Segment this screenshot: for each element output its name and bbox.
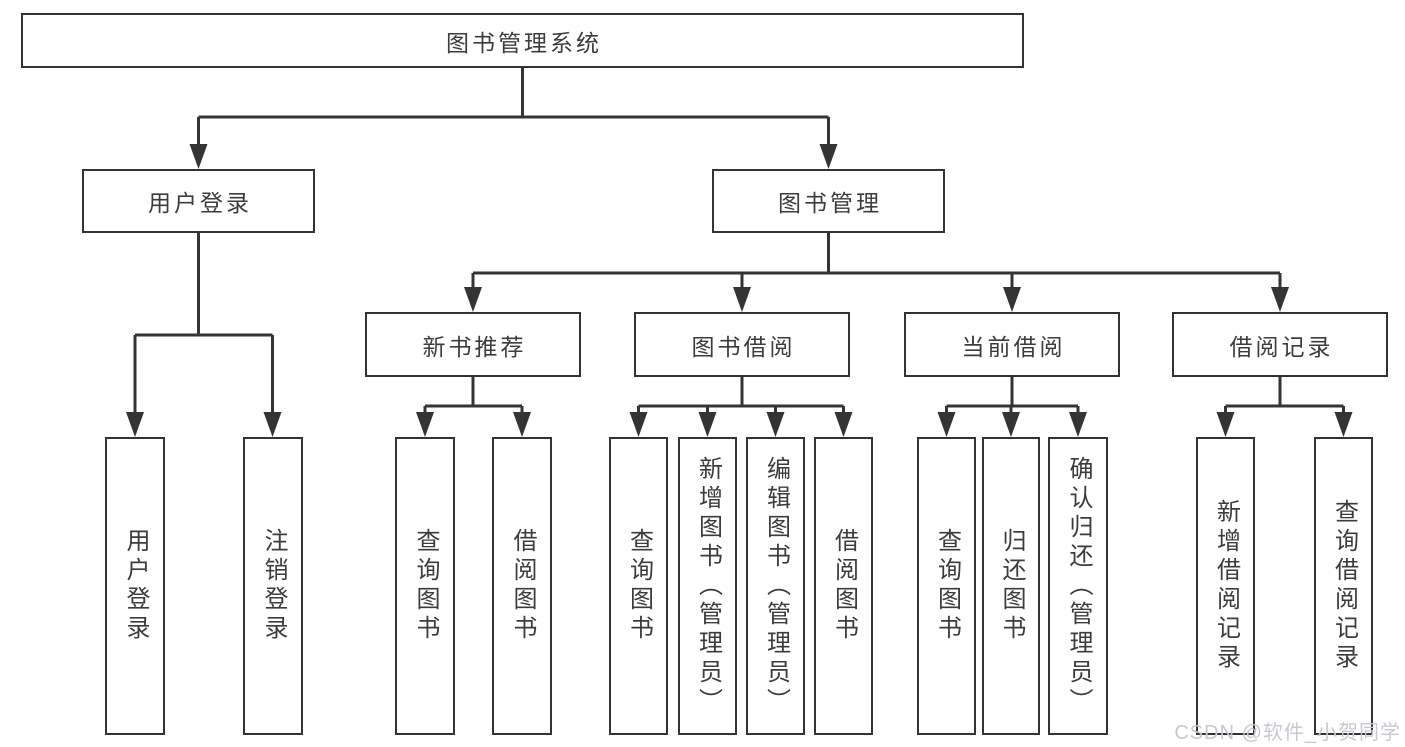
leaf-borrow-add-books-admin: 新增图书（管理员） [678,437,737,735]
node-borrowing-records: 借阅记录 [1172,312,1388,377]
leaf-current-query-books: 查询图书 [917,437,976,735]
leaf-recommend-query-books: 查询图书 [395,437,455,735]
leaf-records-add-record-label: 新增借阅记录 [1212,499,1240,673]
leaf-borrow-query-books-label: 查询图书 [625,528,653,644]
node-root: 图书管理系统 [21,13,1024,68]
leaf-records-query-record-label: 查询借阅记录 [1330,499,1358,673]
leaf-borrow-borrow-books: 借阅图书 [814,437,873,735]
node-book-management-label: 图书管理 [778,190,882,216]
watermark: CSDN @软件_小贺同学 [1174,722,1401,744]
leaf-borrow-edit-books-admin-label: 编辑图书（管理员） [762,455,790,717]
node-book-borrowing: 图书借阅 [634,312,850,377]
node-current-borrowing-label: 当前借阅 [961,333,1066,360]
node-current-borrowing: 当前借阅 [904,312,1120,377]
leaf-records-query-record: 查询借阅记录 [1314,437,1373,735]
leaf-borrow-query-books: 查询图书 [609,437,668,735]
node-user-login-label: 用户登录 [148,190,252,216]
node-user-login: 用户登录 [82,169,315,233]
leaf-logout: 注销登录 [243,437,303,735]
leaf-recommend-borrow-books-label: 借阅图书 [509,528,536,644]
leaf-current-return-books-label: 归还图书 [998,528,1025,644]
leaf-borrow-edit-books-admin: 编辑图书（管理员） [746,437,805,735]
leaf-records-add-record: 新增借阅记录 [1196,437,1255,735]
node-new-book-recommend-label: 新书推荐 [422,333,527,360]
node-book-borrowing-label: 图书借阅 [691,333,796,360]
leaf-user-login-label: 用户登录 [122,528,149,644]
node-root-label: 图书管理系统 [446,29,602,56]
leaf-borrow-add-books-admin-label: 新增图书（管理员） [694,455,722,717]
leaf-current-confirm-return-admin-label: 确认归还（管理员） [1065,455,1092,717]
node-new-book-recommend: 新书推荐 [365,312,581,377]
leaf-current-confirm-return-admin: 确认归还（管理员） [1048,437,1108,735]
leaf-recommend-borrow-books: 借阅图书 [492,437,552,735]
leaf-borrow-borrow-books-label: 借阅图书 [830,528,858,644]
node-borrowing-records-label: 借阅记录 [1229,333,1334,360]
leaf-logout-label: 注销登录 [260,528,287,644]
leaf-current-query-books-label: 查询图书 [933,528,961,644]
leaf-current-return-books: 归还图书 [982,437,1040,735]
node-book-management: 图书管理 [712,169,945,233]
leaf-user-login: 用户登录 [105,437,165,735]
leaf-recommend-query-books-label: 查询图书 [412,528,439,644]
